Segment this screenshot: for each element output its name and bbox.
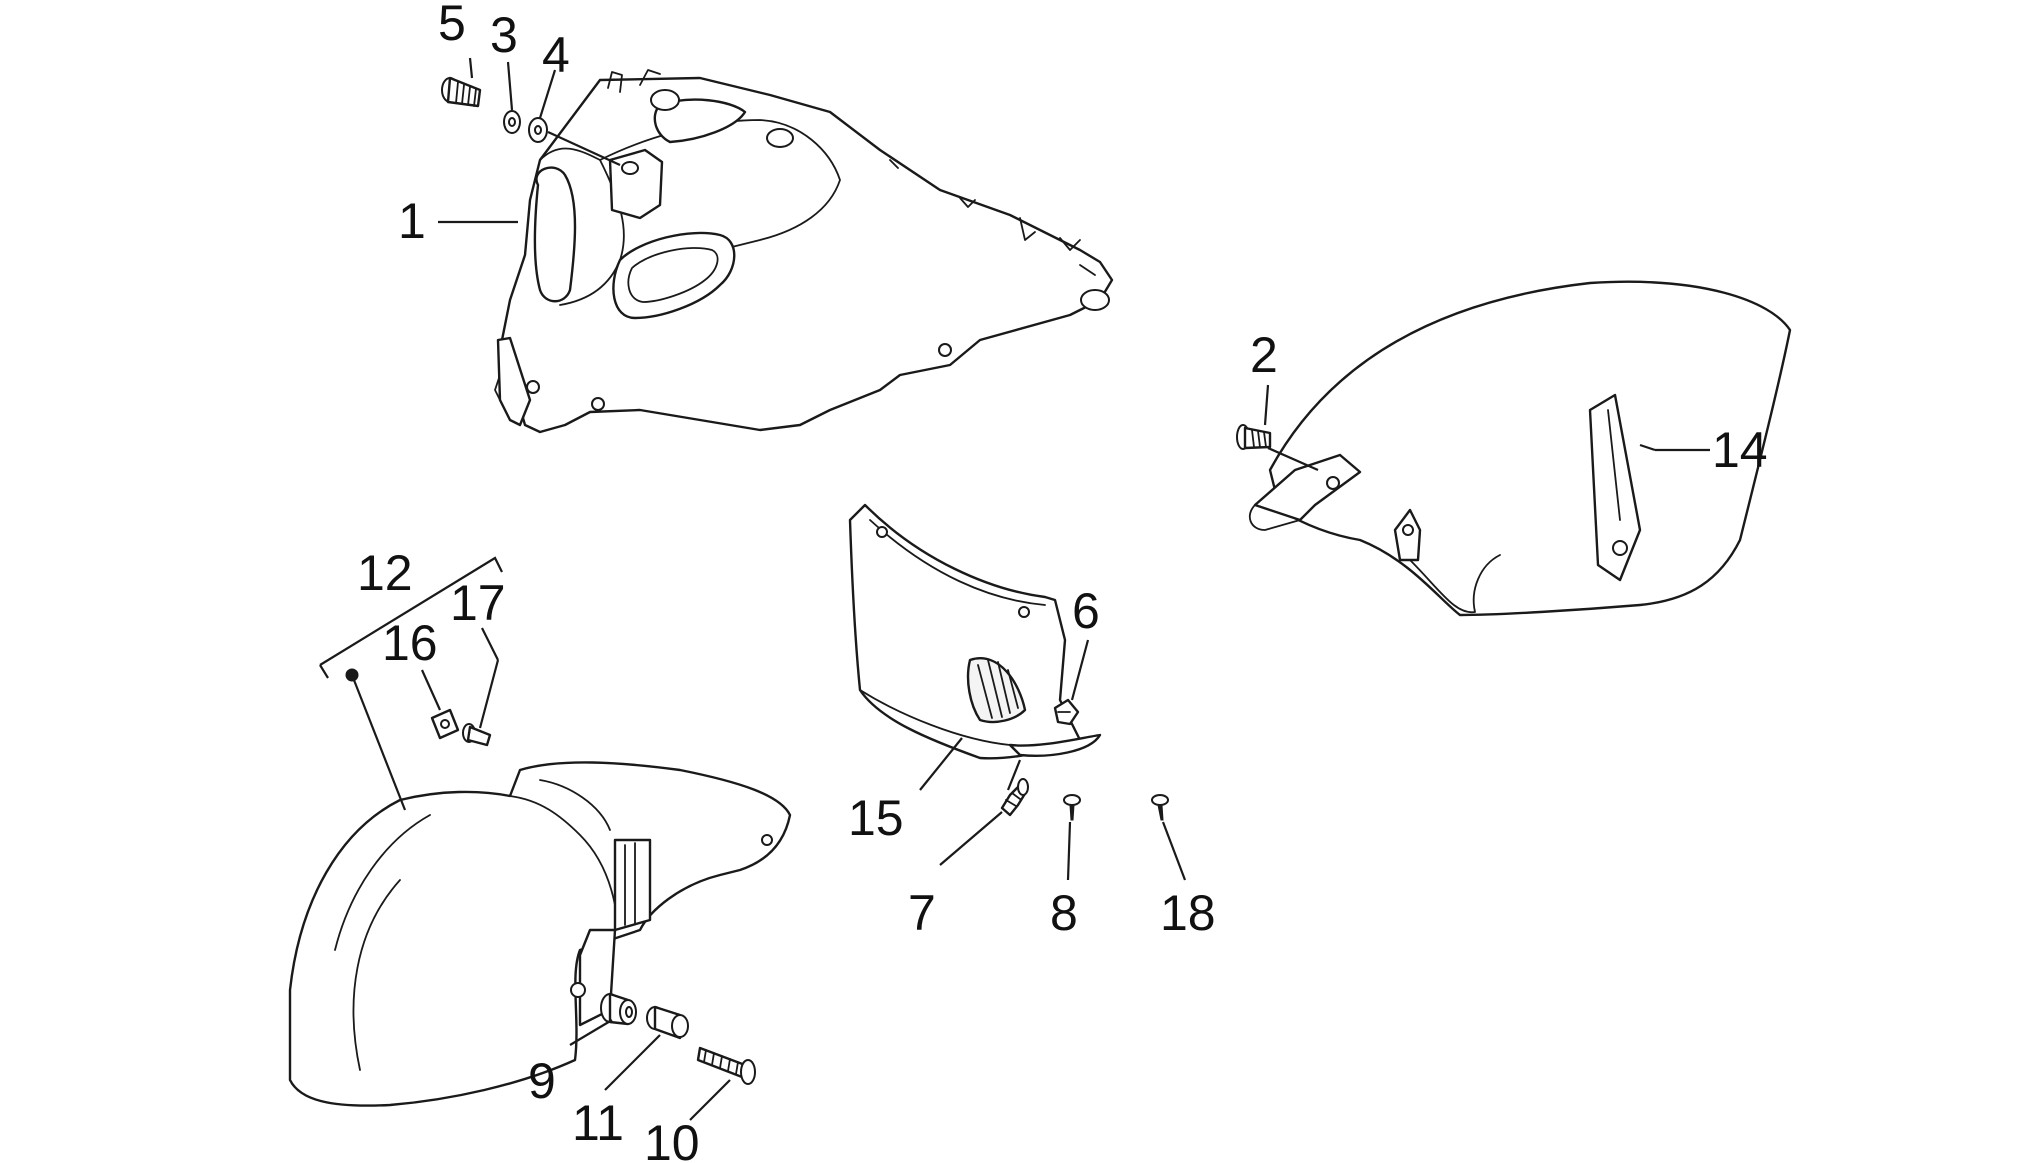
callout-1: 1	[398, 193, 426, 249]
part-5-screw	[441, 76, 482, 108]
callout-9: 9	[528, 1053, 556, 1109]
callout-6: 6	[1072, 583, 1100, 639]
part-14-rear-fender	[1248, 280, 1792, 617]
callout-5: 5	[438, 0, 466, 51]
part-17-screw	[462, 723, 492, 747]
part-9-grommet	[600, 992, 637, 1026]
part-7-screw	[1000, 778, 1029, 817]
callout-16: 16	[382, 615, 438, 671]
callout-11: 11	[572, 1095, 624, 1151]
part-3-washer	[503, 110, 521, 134]
part-11-spacer	[646, 1005, 689, 1040]
callout-17: 17	[450, 575, 506, 631]
callout-18: 18	[1160, 885, 1216, 941]
callout-12: 12	[357, 545, 413, 601]
part-2-screw	[1236, 424, 1272, 450]
part-1-inner-cover	[494, 69, 1114, 434]
part-4-washer	[528, 117, 548, 143]
callout-7: 7	[908, 885, 936, 941]
part-8-screw	[1063, 794, 1081, 821]
callout-14: 14	[1712, 422, 1768, 478]
callout-8: 8	[1050, 885, 1078, 941]
callout-2: 2	[1250, 327, 1278, 383]
callout-15: 15	[848, 790, 904, 846]
part-10-bolt	[696, 1046, 756, 1085]
callout-labels: 5 3 4 1 2 14 6 15 7 8 18 12 16 17 9 11 1…	[357, 0, 1768, 1163]
leader-lines	[319, 57, 1710, 1121]
callout-10: 10	[644, 1115, 700, 1163]
part-16-nut	[430, 708, 460, 740]
callout-4: 4	[542, 27, 570, 83]
part-6-clip	[1053, 698, 1080, 726]
part-12-front-mudguard	[288, 761, 792, 1107]
part-18-screw	[1151, 794, 1169, 821]
callout-3: 3	[490, 7, 518, 63]
part-15-under-panel	[848, 503, 1102, 760]
